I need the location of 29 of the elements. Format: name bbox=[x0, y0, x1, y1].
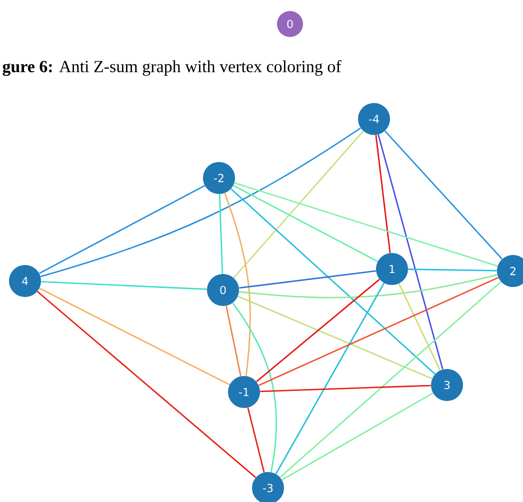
edge-line bbox=[275, 282, 385, 474]
edge-line bbox=[378, 134, 444, 370]
edge-line bbox=[247, 408, 265, 472]
edge-line bbox=[256, 278, 380, 382]
edge-line bbox=[282, 392, 434, 481]
edge-line bbox=[384, 130, 503, 260]
edge-line bbox=[239, 274, 498, 298]
edge-line bbox=[258, 277, 499, 386]
edge-line bbox=[239, 270, 376, 289]
edge-line bbox=[232, 302, 278, 472]
edge-line bbox=[408, 268, 497, 272]
edge-line bbox=[41, 281, 207, 290]
edge-line bbox=[260, 384, 431, 392]
edge-line bbox=[238, 296, 432, 380]
edge-line bbox=[233, 184, 378, 262]
edge-line bbox=[40, 127, 361, 278]
edge-line bbox=[224, 192, 251, 376]
edge-line bbox=[218, 194, 224, 274]
edge-line bbox=[280, 281, 502, 478]
edge-line bbox=[39, 288, 230, 386]
edge-line bbox=[226, 306, 242, 376]
edge-line bbox=[234, 182, 498, 267]
edge-line bbox=[375, 134, 391, 253]
edge-line bbox=[230, 188, 436, 375]
caption-text: gure 6: Anti Z-sum graph with vertex coloring of bbox=[2, 60, 342, 76]
edge-line bbox=[36, 290, 256, 478]
edge-line bbox=[233, 130, 364, 278]
edge-line bbox=[398, 283, 441, 371]
edge-line bbox=[38, 184, 206, 274]
